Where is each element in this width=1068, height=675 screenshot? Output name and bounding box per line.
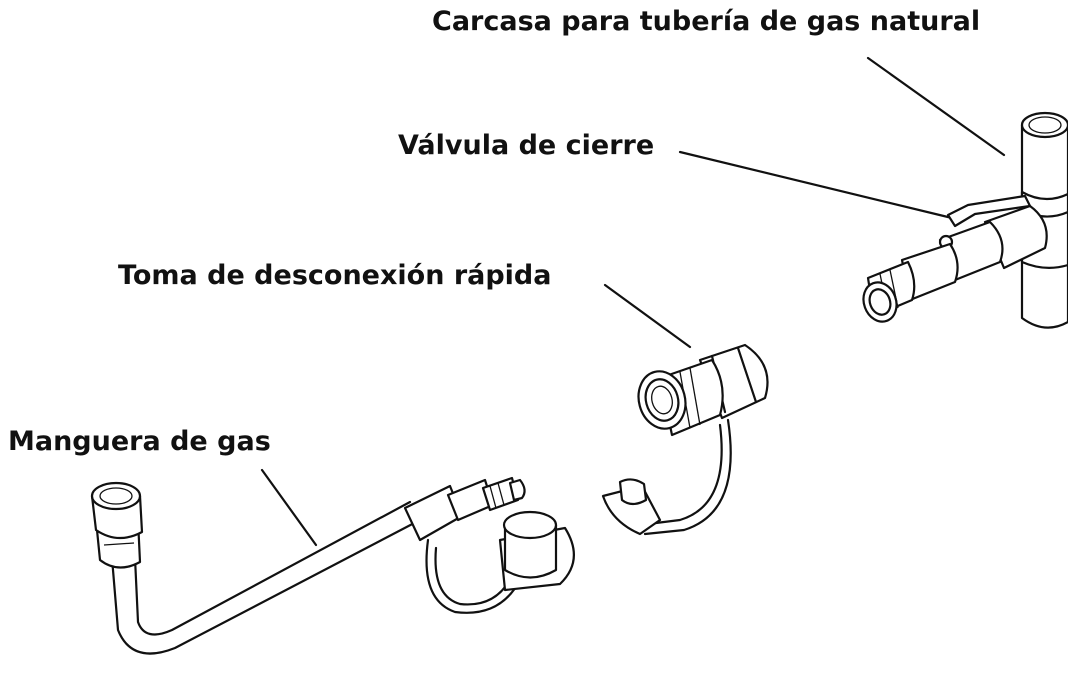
leader-housing	[866, 56, 1006, 157]
quick-disconnect-socket	[601, 343, 769, 536]
gas-hose	[90, 476, 575, 655]
leader-socket	[603, 283, 692, 349]
callout-gas-hose: Manguera de gas	[8, 426, 271, 457]
leader-hose	[260, 468, 318, 547]
callout-gas-pipe-housing: Carcasa para tubería de gas natural	[432, 6, 981, 37]
leader-lines	[260, 56, 1006, 547]
callout-shut-off-valve: Válvula de cierre	[398, 130, 655, 161]
shut-off-valve	[862, 194, 1048, 323]
leader-valve	[678, 150, 954, 220]
callout-quick-disconnect-socket: Toma de desconexión rápida	[118, 260, 552, 291]
